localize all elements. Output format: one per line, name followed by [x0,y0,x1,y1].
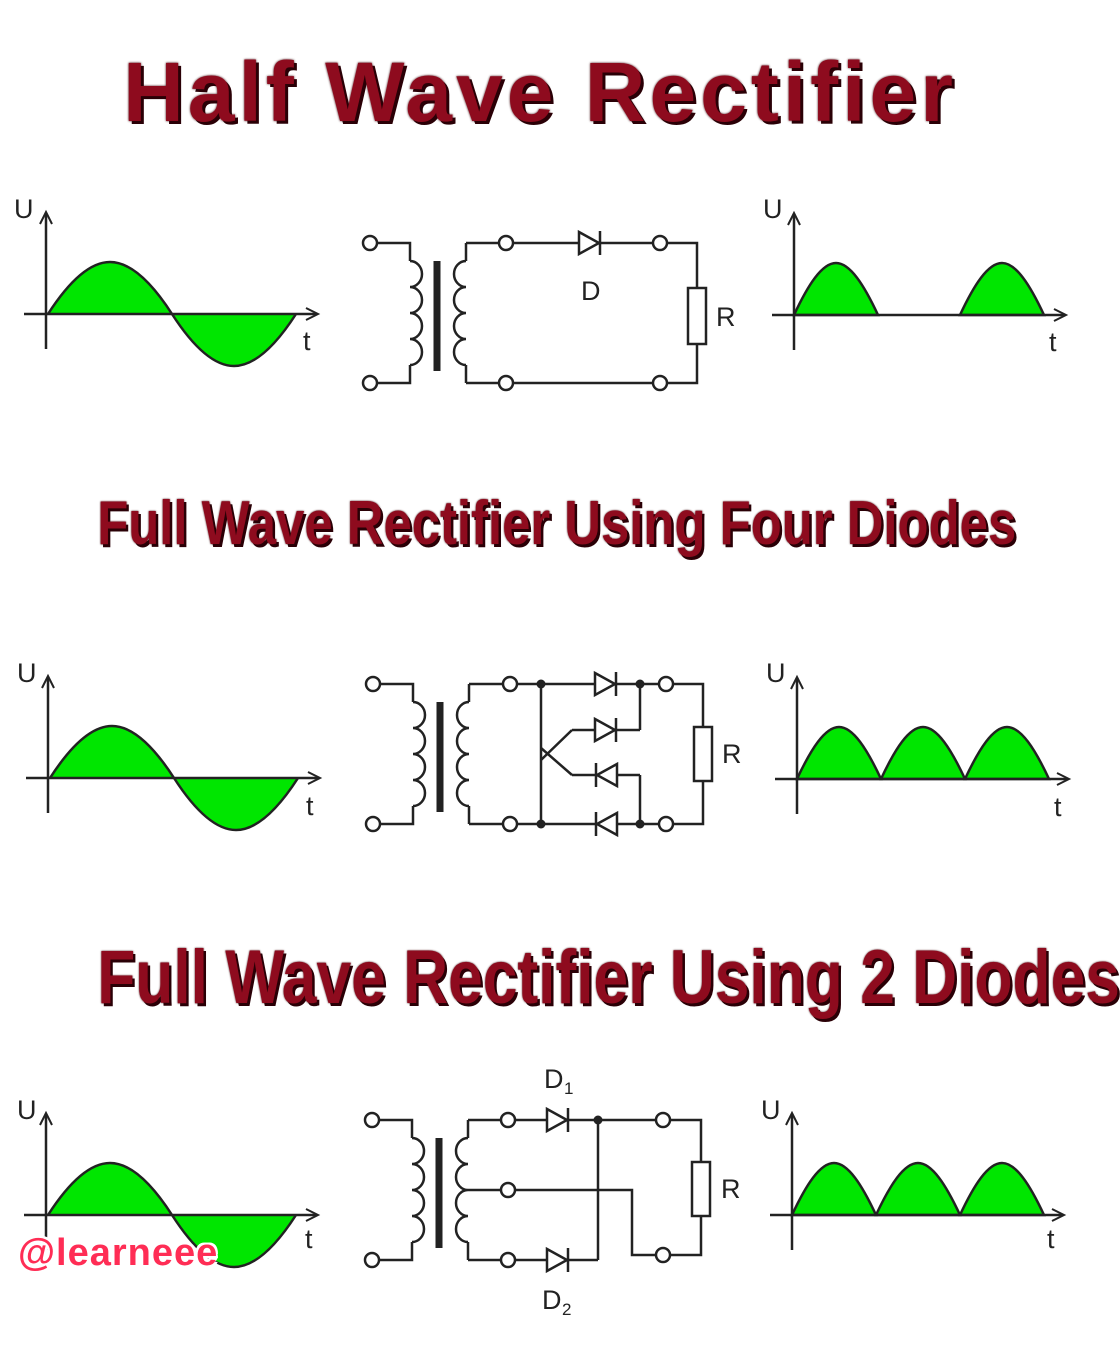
diode-1-subscript: 1 [564,1079,573,1098]
bridge-rectifier-circuit: R [366,670,742,838]
diode-2-subscript: 2 [562,1300,571,1319]
diode-2-label: D [542,1285,562,1315]
diode-1-label: D [544,1064,564,1094]
resistor-label: R [716,302,736,332]
y-axis-label: U [761,1095,781,1125]
y-axis-label: U [766,658,786,688]
bridge-output-waveform: U t [766,658,1071,822]
resistor-label: R [721,1174,741,1204]
diode-icon [594,761,619,789]
x-axis-label: t [305,1224,313,1254]
diode-label: D [581,276,601,306]
diode-icon [594,810,619,838]
center-tap-output-waveform: U t [761,1095,1066,1254]
diode-icon [545,1246,570,1274]
x-axis-label: t [1049,327,1057,357]
half-wave-output-waveform: U t [763,194,1068,357]
diode-icon [545,1106,570,1134]
resistor-label: R [722,739,742,769]
diode-icon [577,229,602,257]
watermark: @learneee [18,1232,219,1274]
center-tap-input-waveform: U t [17,1095,320,1269]
x-axis-label: t [1054,792,1062,822]
x-axis-label: t [303,326,311,356]
diagram-canvas: U t D R U t U t [14,194,1071,1319]
half-wave-circuit: D R [363,229,736,390]
y-axis-label: U [763,194,783,224]
half-wave-input-waveform: U t [14,194,320,368]
title-full-wave-four-diodes: Full Wave Rectifier Using Four Diodes [97,489,1017,558]
y-axis-label: U [17,658,37,688]
y-axis-label: U [14,194,34,224]
y-axis-label: U [17,1095,37,1125]
title-half-wave-rectifier: Half Wave Rectifier [123,45,957,139]
center-tap-rectifier-circuit: D 1 D 2 R [365,1064,741,1319]
x-axis-label: t [1047,1224,1055,1254]
title-full-wave-two-diodes: Full Wave Rectifier Using 2 Diodes [97,935,1120,1020]
bridge-input-waveform: U t [17,658,322,832]
diode-icon [593,670,618,698]
x-axis-label: t [306,791,314,821]
diode-icon [593,716,618,744]
